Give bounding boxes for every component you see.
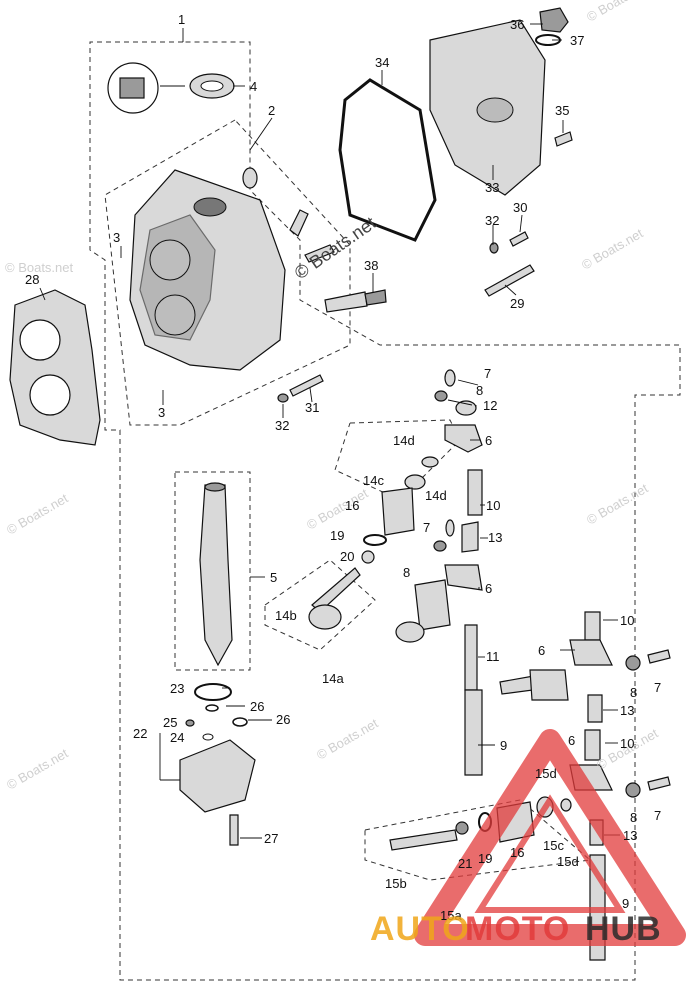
callout-31: 31 xyxy=(305,400,319,415)
callout-16b: 16 xyxy=(510,845,524,860)
callout-13b: 13 xyxy=(620,703,634,718)
callout-32b: 32 xyxy=(275,418,289,433)
cylinder-head xyxy=(129,167,335,371)
callout-35: 35 xyxy=(555,103,569,118)
callout-7b: 7 xyxy=(423,520,430,535)
spark-plug-38 xyxy=(324,289,387,313)
oil-pump-22 xyxy=(179,683,256,813)
callout-29: 29 xyxy=(510,296,524,311)
brand-hub: HUB xyxy=(585,910,662,948)
callout-11: 11 xyxy=(486,649,500,664)
callout-2: 2 xyxy=(268,103,275,118)
callout-15d1: 15d xyxy=(535,766,557,781)
callout-7a: 7 xyxy=(484,366,491,381)
automotohub-triangle-logo xyxy=(414,729,686,946)
assembly-boundaries xyxy=(89,41,681,981)
cover-gasket-34 xyxy=(338,78,437,242)
callout-8b: 8 xyxy=(403,565,410,580)
callout-4: 4 xyxy=(250,79,257,94)
callout-16a: 16 xyxy=(345,498,359,513)
callout-6a: 6 xyxy=(485,433,492,448)
oil-filler-cap-36 xyxy=(535,7,569,46)
callout-7c: 7 xyxy=(654,680,661,695)
automotohub-brand: AUTO MOTO HUB xyxy=(370,910,662,948)
callout-26a: 26 xyxy=(250,699,264,714)
callout-19a: 19 xyxy=(330,528,344,543)
callout-14d2: 14d xyxy=(425,488,447,503)
callout-labels: 1 2 3 3 4 5 6 6 6 6 7 7 7 7 8 8 8 8 9 9 … xyxy=(25,12,661,923)
callout-15d2: 15d xyxy=(557,854,579,869)
bolts xyxy=(229,131,573,846)
callout-14a: 14a xyxy=(322,671,344,686)
callout-32a: 32 xyxy=(485,213,499,228)
callout-33: 33 xyxy=(485,180,499,195)
callout-15c: 15c xyxy=(543,838,564,853)
callout-9a: 9 xyxy=(500,738,507,753)
watermark-mid-2: © Boats.net xyxy=(304,485,371,532)
callout-23: 23 xyxy=(170,681,184,696)
callout-19b: 19 xyxy=(478,851,492,866)
callout-12: 12 xyxy=(483,398,497,413)
watermark-top-right: © Boats.net xyxy=(584,0,651,25)
leader-lines xyxy=(39,23,620,839)
callout-10b: 10 xyxy=(620,613,634,628)
callout-15b: 15b xyxy=(385,876,407,891)
brand-auto: AUTO xyxy=(370,910,470,948)
callout-20: 20 xyxy=(340,549,354,564)
watermark-right-1: © Boats.net xyxy=(579,225,646,272)
callout-1: 1 xyxy=(178,12,185,27)
cylinder-gasket-28 xyxy=(9,289,101,446)
callout-25: 25 xyxy=(163,715,177,730)
callout-6d: 6 xyxy=(568,733,575,748)
watermark-mid-3: © Boats.net xyxy=(314,715,381,762)
callout-6c: 6 xyxy=(538,643,545,658)
callout-3a: 3 xyxy=(113,230,120,245)
watermark-left-1: © Boats.net xyxy=(5,260,74,275)
callout-10c: 10 xyxy=(620,736,634,751)
callout-14c: 14c xyxy=(363,473,384,488)
callout-14b: 14b xyxy=(275,608,297,623)
callout-28: 28 xyxy=(25,272,39,287)
callout-26b: 26 xyxy=(276,712,290,727)
callout-7d: 7 xyxy=(654,808,661,823)
oil-seal-4 xyxy=(107,62,235,114)
callout-15a: 15a xyxy=(440,908,462,923)
callout-37: 37 xyxy=(570,33,584,48)
watermark-right-2: © Boats.net xyxy=(584,480,651,527)
callout-22: 22 xyxy=(133,726,147,741)
brand-moto: MOTO xyxy=(465,910,570,948)
callout-8c: 8 xyxy=(630,685,637,700)
callout-36: 36 xyxy=(510,17,524,32)
callout-13a: 13 xyxy=(488,530,502,545)
callout-8a: 8 xyxy=(476,383,483,398)
callout-14d1: 14d xyxy=(393,433,415,448)
callout-34: 34 xyxy=(375,55,389,70)
callout-30: 30 xyxy=(513,200,527,215)
callout-6b: 6 xyxy=(485,581,492,596)
camshaft-5 xyxy=(199,482,233,667)
callout-10a: 10 xyxy=(486,498,500,513)
callout-21: 21 xyxy=(458,856,472,871)
callout-38: 38 xyxy=(364,258,378,273)
watermark-left-3: © Boats.net xyxy=(4,745,71,792)
callout-8d: 8 xyxy=(630,810,637,825)
callout-24: 24 xyxy=(170,730,184,745)
callout-9b: 9 xyxy=(622,896,629,911)
callout-5: 5 xyxy=(270,570,277,585)
callout-27: 27 xyxy=(264,831,278,846)
watermark-left-2: © Boats.net xyxy=(4,490,71,537)
cylinder-head-cover-33 xyxy=(429,19,546,196)
callout-13c: 13 xyxy=(623,828,637,843)
callout-3b: 3 xyxy=(158,405,165,420)
